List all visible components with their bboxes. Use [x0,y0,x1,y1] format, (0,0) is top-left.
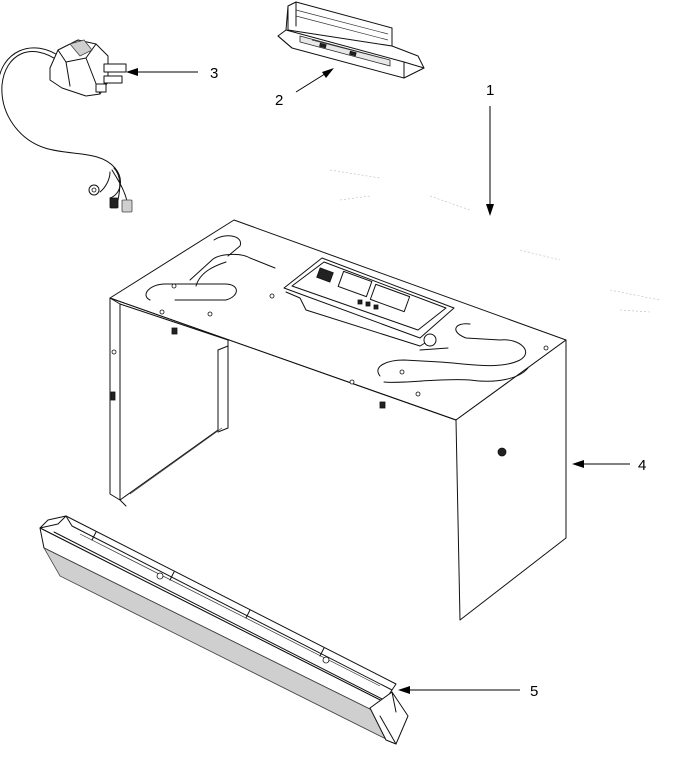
callout-label-4: 4 [638,457,646,474]
arrowhead-1 [486,204,494,216]
arrowhead-4 [572,460,584,468]
bottom-front-rail-part [39,515,409,745]
callout-label-2: 2 [275,92,283,109]
arrowhead-5 [398,686,410,694]
callout-label-5: 5 [530,683,538,700]
scan-artifacts [329,169,661,313]
callout-labels: 1 2 3 4 5 [210,65,646,700]
callout-label-3: 3 [210,65,218,82]
callout-arrows [126,68,630,694]
callout-label-1: 1 [486,82,494,99]
power-cord-part [0,39,133,213]
arrowhead-2 [322,68,334,78]
leader-line-2 [295,71,329,93]
arrowhead-3 [126,68,138,76]
control-bracket-part [277,1,425,79]
outer-wrapper-part [109,219,567,621]
